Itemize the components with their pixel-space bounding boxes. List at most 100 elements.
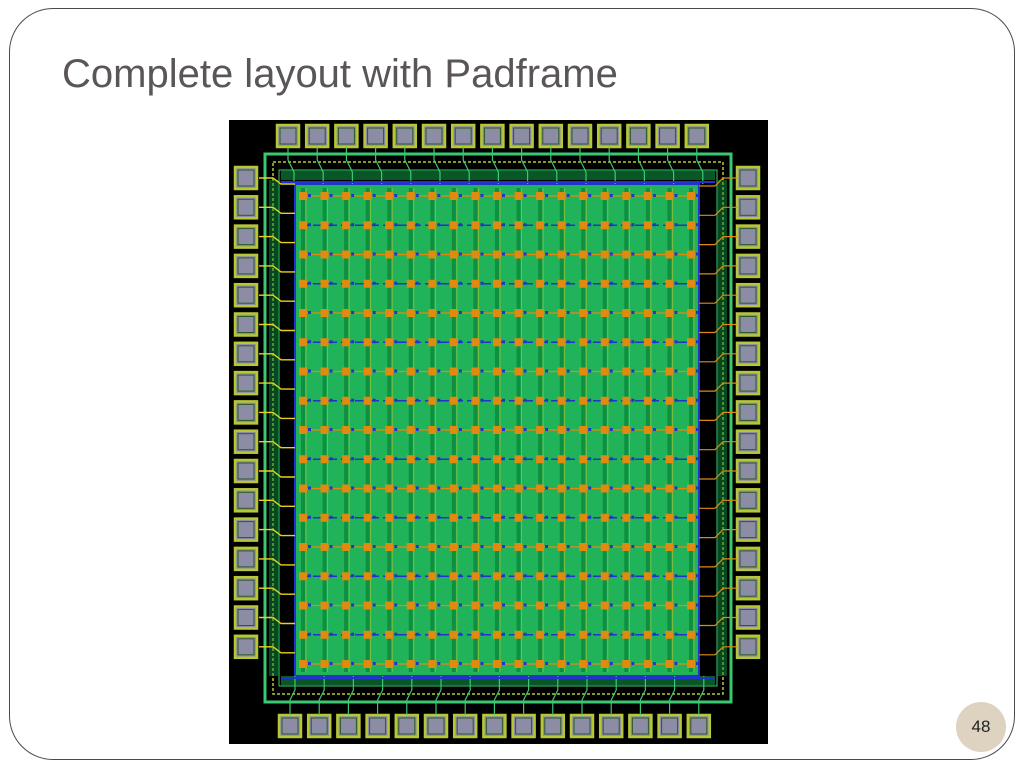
std-cell (622, 338, 631, 347)
bond-pad (233, 634, 259, 660)
std-cell (536, 396, 545, 405)
left-route (259, 411, 295, 420)
std-cell (299, 250, 307, 259)
std-cell (493, 601, 501, 610)
bond-pad (233, 605, 259, 630)
std-cell (536, 250, 545, 259)
std-cell (363, 221, 372, 230)
std-cell (514, 279, 523, 288)
std-cell (536, 513, 545, 522)
std-cell (299, 601, 307, 610)
std-cell (514, 660, 523, 668)
std-cell (579, 221, 588, 230)
std-cell (687, 338, 695, 347)
std-cell (579, 279, 588, 288)
std-cell (363, 601, 372, 610)
std-cell (514, 338, 523, 347)
std-cell (687, 455, 695, 464)
bond-pad (233, 575, 259, 601)
std-cell (320, 396, 329, 405)
std-cell (406, 630, 415, 639)
std-cell (449, 279, 458, 288)
left-route (259, 353, 295, 361)
std-cell (493, 221, 501, 230)
std-cell (600, 601, 609, 610)
std-cell (687, 513, 695, 522)
std-cell (342, 660, 351, 668)
std-cell (363, 426, 372, 434)
std-cell (536, 338, 545, 347)
std-cell (643, 426, 652, 434)
std-cell (514, 309, 523, 317)
std-cell (643, 221, 652, 230)
bottom-route (698, 676, 705, 715)
std-cell (471, 309, 480, 317)
std-cell (622, 192, 631, 200)
std-cell (449, 250, 458, 259)
bond-pad (233, 546, 259, 572)
std-cell (557, 426, 566, 434)
std-cell (665, 426, 674, 434)
std-cell (342, 309, 351, 317)
std-cell (449, 338, 458, 347)
std-cell (385, 660, 394, 668)
std-cell (428, 543, 437, 551)
bond-pad (233, 253, 259, 279)
core-border (294, 183, 700, 677)
std-cell (449, 572, 458, 581)
std-cell (622, 484, 631, 493)
std-cell (471, 367, 480, 376)
std-cell (493, 572, 501, 581)
std-cell (665, 484, 674, 493)
std-cell (687, 660, 695, 668)
std-cell (493, 660, 501, 668)
std-cell (665, 572, 674, 581)
std-cell (363, 630, 372, 639)
std-cell (665, 250, 674, 259)
std-cell (363, 572, 372, 581)
std-cell (299, 192, 307, 200)
std-cell (557, 630, 566, 639)
std-cell (449, 601, 458, 610)
std-cell (665, 660, 674, 668)
left-route (259, 235, 295, 244)
std-cell (428, 221, 437, 230)
bottom-route (581, 676, 588, 715)
std-cell (320, 484, 329, 493)
std-cell (493, 396, 501, 405)
top-route (521, 147, 529, 184)
std-cell (471, 660, 480, 668)
std-cell (579, 455, 588, 464)
std-cell (579, 513, 588, 522)
std-cell (449, 367, 458, 376)
std-cell (687, 572, 695, 581)
right-route (699, 529, 737, 539)
bond-pad (233, 312, 259, 337)
std-cell (449, 192, 458, 200)
std-cell (406, 250, 415, 259)
std-cell (342, 484, 351, 493)
std-cell (665, 513, 674, 522)
std-cell (557, 309, 566, 317)
std-cell (320, 513, 329, 522)
std-cell (687, 630, 695, 639)
std-cell (320, 192, 329, 200)
std-cell (406, 279, 415, 288)
std-cell (643, 601, 652, 610)
std-cell (342, 543, 351, 551)
left-route (259, 382, 295, 390)
std-cell (320, 455, 329, 464)
left-route (259, 265, 295, 273)
bond-pad (233, 370, 259, 396)
std-cell (536, 221, 545, 230)
bond-pad (233, 458, 259, 484)
std-cell (665, 192, 674, 200)
std-cell (600, 279, 609, 288)
std-cell (493, 484, 501, 493)
top-route (433, 147, 441, 184)
std-cell (299, 543, 307, 551)
std-cell (299, 630, 307, 639)
std-cell (385, 630, 394, 639)
std-cell (471, 513, 480, 522)
std-cell (579, 543, 588, 551)
